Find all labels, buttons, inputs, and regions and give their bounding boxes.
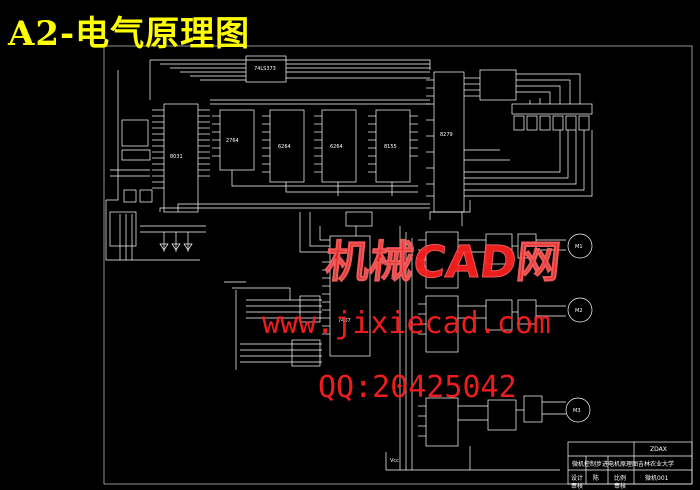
io-chip: [375, 109, 411, 183]
sheet-border: [103, 45, 693, 485]
title-block-designer-label: 设计: [571, 475, 584, 482]
driver-label: 7407: [338, 318, 351, 324]
motor1-label: M1: [575, 244, 583, 250]
keyboard-chip: [433, 71, 465, 213]
watermark-qq: QQ:20425042: [318, 370, 517, 405]
title-block-school: 吉林农业大学: [638, 461, 675, 468]
eprom-label: 2764: [226, 138, 239, 144]
watermark-url: www.jixiecad.com: [262, 306, 551, 341]
keyboard-label: 8279: [440, 132, 453, 138]
title-block-drawing-no: ZDAX: [650, 446, 667, 453]
title-block-approver-label: 审核: [614, 483, 627, 490]
stage3-chip: [425, 397, 459, 447]
vcc-label: Vcc: [390, 458, 399, 464]
chip-labels: 74LS373 8031 2764 6264 6264 8155 8279 74…: [170, 66, 583, 464]
motor2-icon: [567, 297, 593, 323]
io-label: 8155: [384, 144, 397, 150]
ram1-label: 6264: [278, 144, 291, 150]
title-block-scale-label: 比例: [614, 475, 627, 482]
title-block-designer-value: 陈: [593, 475, 600, 482]
cpu-label: 8031: [170, 154, 183, 160]
latch-chip: [245, 55, 287, 83]
latch-label: 74LS373: [254, 66, 276, 72]
motor3-label: M3: [573, 408, 581, 414]
watermark-name: 机械CAD网: [322, 237, 564, 289]
ram2-chip: [321, 109, 357, 183]
title-block: [567, 441, 693, 485]
motor2-label: M2: [575, 308, 583, 314]
title-block-design-name: 微机控制步进电机原理图: [572, 461, 639, 468]
ram2-label: 6264: [330, 144, 343, 150]
motor3-icon: [565, 397, 591, 423]
title-block-checker-label: 审核: [571, 483, 584, 490]
drawing-title: A2-电气原理图: [8, 14, 251, 54]
ram1-chip: [269, 109, 305, 183]
schematic-wiring: [103, 45, 693, 485]
motor1-icon: [567, 233, 593, 259]
driver-chip: [329, 235, 371, 357]
title-block-sheet-no: 微机001: [645, 475, 669, 482]
